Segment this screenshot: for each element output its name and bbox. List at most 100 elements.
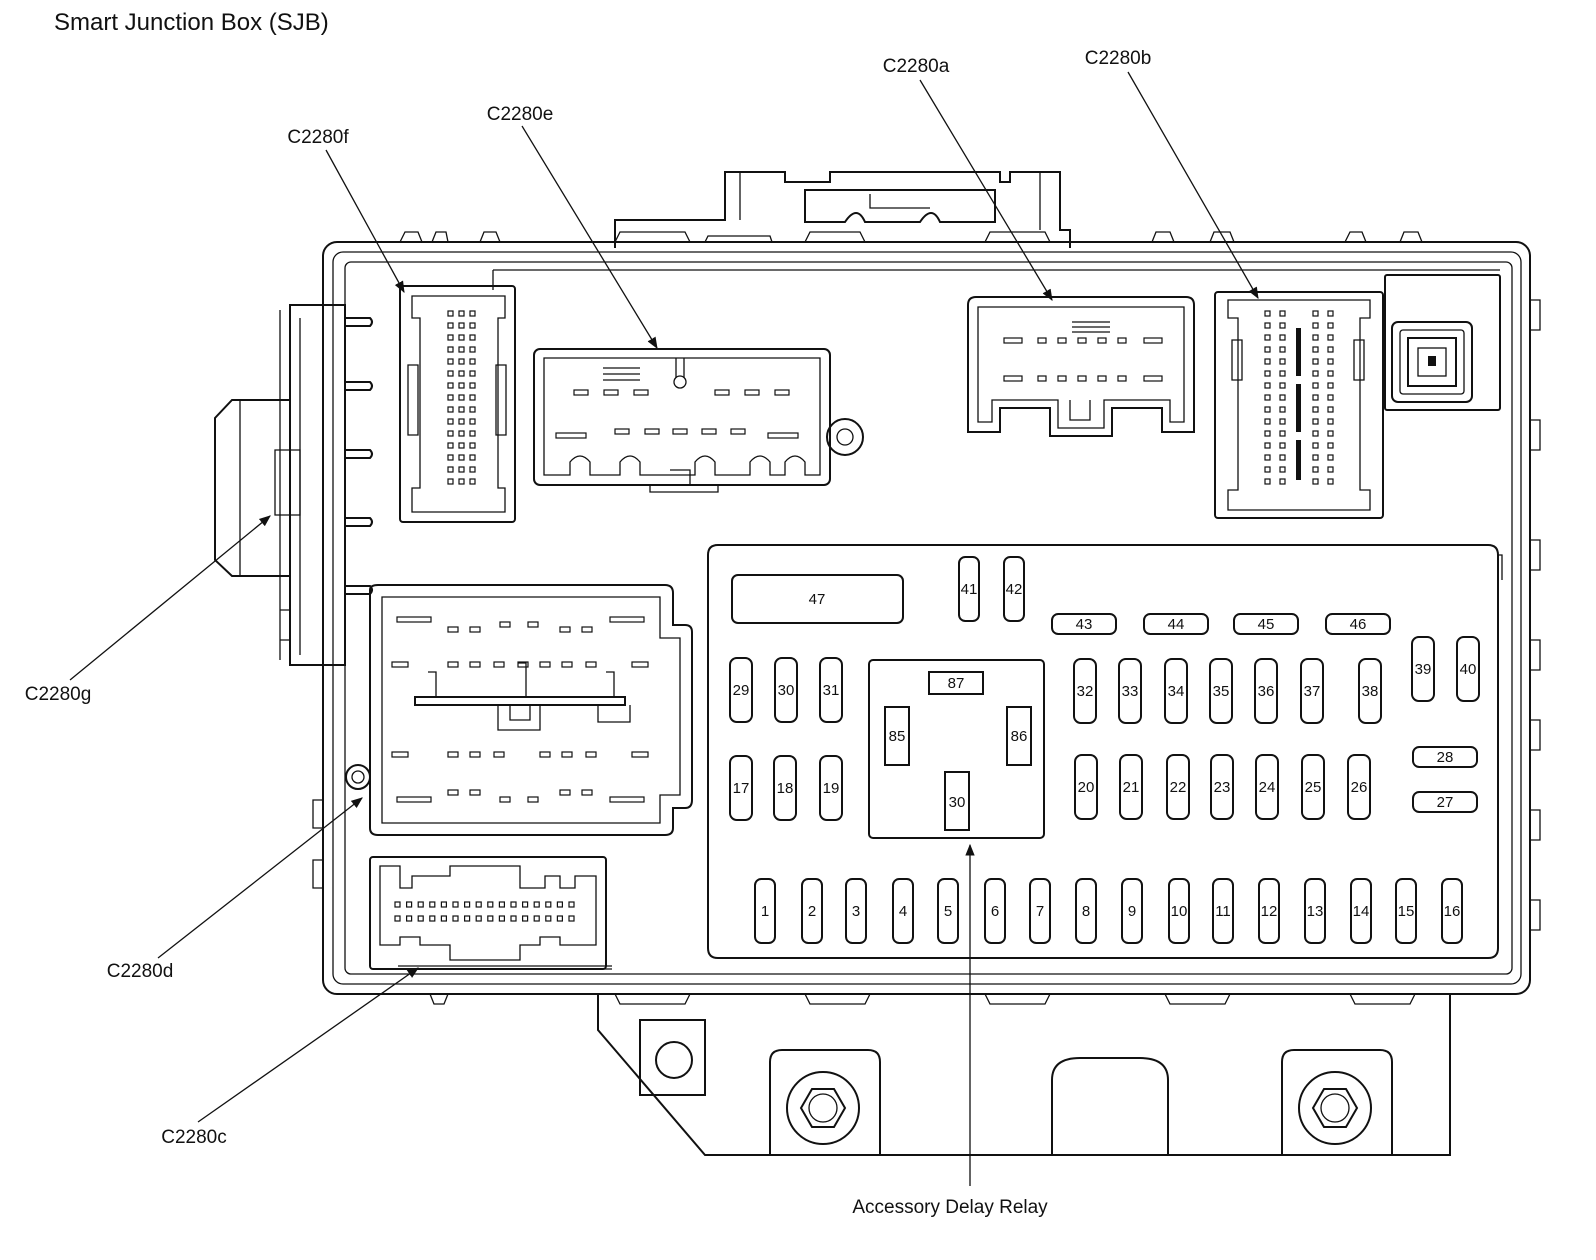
pin-cavity	[744, 389, 760, 396]
c2280e-connector	[533, 348, 864, 493]
pin-cavity	[1327, 370, 1334, 377]
pin-cavity	[1327, 418, 1334, 425]
pin-cavity	[555, 432, 587, 439]
pin-cavity	[545, 901, 552, 908]
pin-cavity	[1264, 406, 1271, 413]
pin-cavity	[447, 370, 454, 377]
pin-cavity	[1312, 346, 1319, 353]
fuse-outline	[1143, 613, 1209, 635]
fuse-46: 46	[1325, 613, 1391, 635]
pin-cavity	[1312, 418, 1319, 425]
pin-cavity	[581, 789, 593, 796]
fuse-number: 26	[1351, 779, 1368, 796]
pin-cavity	[1003, 337, 1023, 344]
pin-cavity	[672, 428, 688, 435]
pin-cavity	[1327, 478, 1334, 485]
pin-cavity	[469, 430, 476, 437]
fuse-outline	[1395, 878, 1417, 944]
fuse-number: 2	[808, 903, 816, 920]
pin-cavity	[452, 901, 459, 908]
pin-cavity	[458, 430, 465, 437]
fuse-24: 24	[1255, 754, 1279, 820]
latch-bar	[1296, 328, 1301, 376]
pin-cavity	[458, 394, 465, 401]
fuse-number: 41	[961, 581, 978, 598]
pin-cavity	[447, 358, 454, 365]
fuse-5: 5	[937, 878, 959, 944]
pin-cavity	[701, 428, 717, 435]
fuse-number: 28	[1437, 749, 1454, 766]
fuse-outline	[729, 657, 753, 723]
fuse-47: 47	[731, 574, 904, 624]
pin-cavity	[1264, 346, 1271, 353]
fuse-outline	[1210, 754, 1234, 820]
callout-c2280b-line	[1127, 71, 1259, 300]
pin-cavity	[469, 334, 476, 341]
fuse-20: 20	[1074, 754, 1098, 820]
pin-cavity	[1312, 454, 1319, 461]
fuse-number: 11	[1215, 903, 1231, 920]
pin-cavity	[396, 616, 432, 623]
pin-cavity	[469, 751, 481, 758]
fuse-outline	[1233, 613, 1299, 635]
pin-cavity	[447, 406, 454, 413]
pin-cavity	[1117, 375, 1127, 382]
label-c2280a: C2280a	[883, 56, 950, 77]
pin-cavity	[1003, 375, 1023, 382]
pin-cavity	[447, 661, 459, 668]
pin-cavity	[447, 430, 454, 437]
fuse-43: 43	[1051, 613, 1117, 635]
fuse-12: 12	[1258, 878, 1280, 944]
pin-cavity	[568, 915, 575, 922]
pin-cavity	[391, 751, 409, 758]
pin-cavity	[559, 789, 571, 796]
pin-cavity	[1279, 382, 1286, 389]
callout-c2280g-line	[69, 515, 271, 681]
pin-cavity	[458, 406, 465, 413]
pin-cavity	[458, 466, 465, 473]
label-c2280f: C2280f	[287, 127, 349, 148]
fuse-outline	[845, 878, 867, 944]
fuse-outline	[773, 755, 797, 821]
pin-cavity	[469, 310, 476, 317]
svg-text:47: 47	[809, 591, 826, 608]
fuse-outline	[1029, 878, 1051, 944]
pin-cavity	[1264, 442, 1271, 449]
pin-cavity	[1279, 310, 1286, 317]
fuse-2: 2	[801, 878, 823, 944]
fuse-number: 35	[1213, 683, 1230, 700]
fuse-number: 24	[1259, 779, 1276, 796]
label-c2280e: C2280e	[487, 104, 554, 125]
fuse-16: 16	[1441, 878, 1463, 944]
pin-cavity	[464, 915, 471, 922]
pin-cavity	[1279, 322, 1286, 329]
pin-cavity	[539, 661, 551, 668]
pin-cavity	[1097, 337, 1107, 344]
c2280c-connector	[369, 856, 612, 970]
pin-cavity	[1279, 358, 1286, 365]
pin-cavity	[1264, 430, 1271, 437]
fuse-outline	[1168, 878, 1190, 944]
pin-cavity	[469, 406, 476, 413]
pin-cavity	[1264, 466, 1271, 473]
fuse-number: 40	[1460, 661, 1477, 678]
fuse-outline	[1075, 878, 1097, 944]
fuse-18: 18	[773, 755, 797, 821]
pin-cavity	[774, 389, 790, 396]
fuse-outline	[1073, 658, 1097, 724]
pin-cavity	[1312, 322, 1319, 329]
fuse-number: 37	[1304, 683, 1321, 700]
fuse-outline	[1325, 613, 1391, 635]
pin-cavity	[469, 370, 476, 377]
latch-bar	[1296, 384, 1301, 432]
pin-cavity	[609, 616, 645, 623]
fuse-number: 34	[1168, 683, 1185, 700]
pin-cavity	[440, 901, 447, 908]
pin-cavity	[1312, 430, 1319, 437]
fuse-outline	[801, 878, 823, 944]
pin-cavity	[1143, 337, 1163, 344]
callouts	[69, 71, 1259, 1186]
fuse-number: 14	[1353, 903, 1370, 920]
pin-cavity	[458, 310, 465, 317]
pin-cavity	[1264, 382, 1271, 389]
